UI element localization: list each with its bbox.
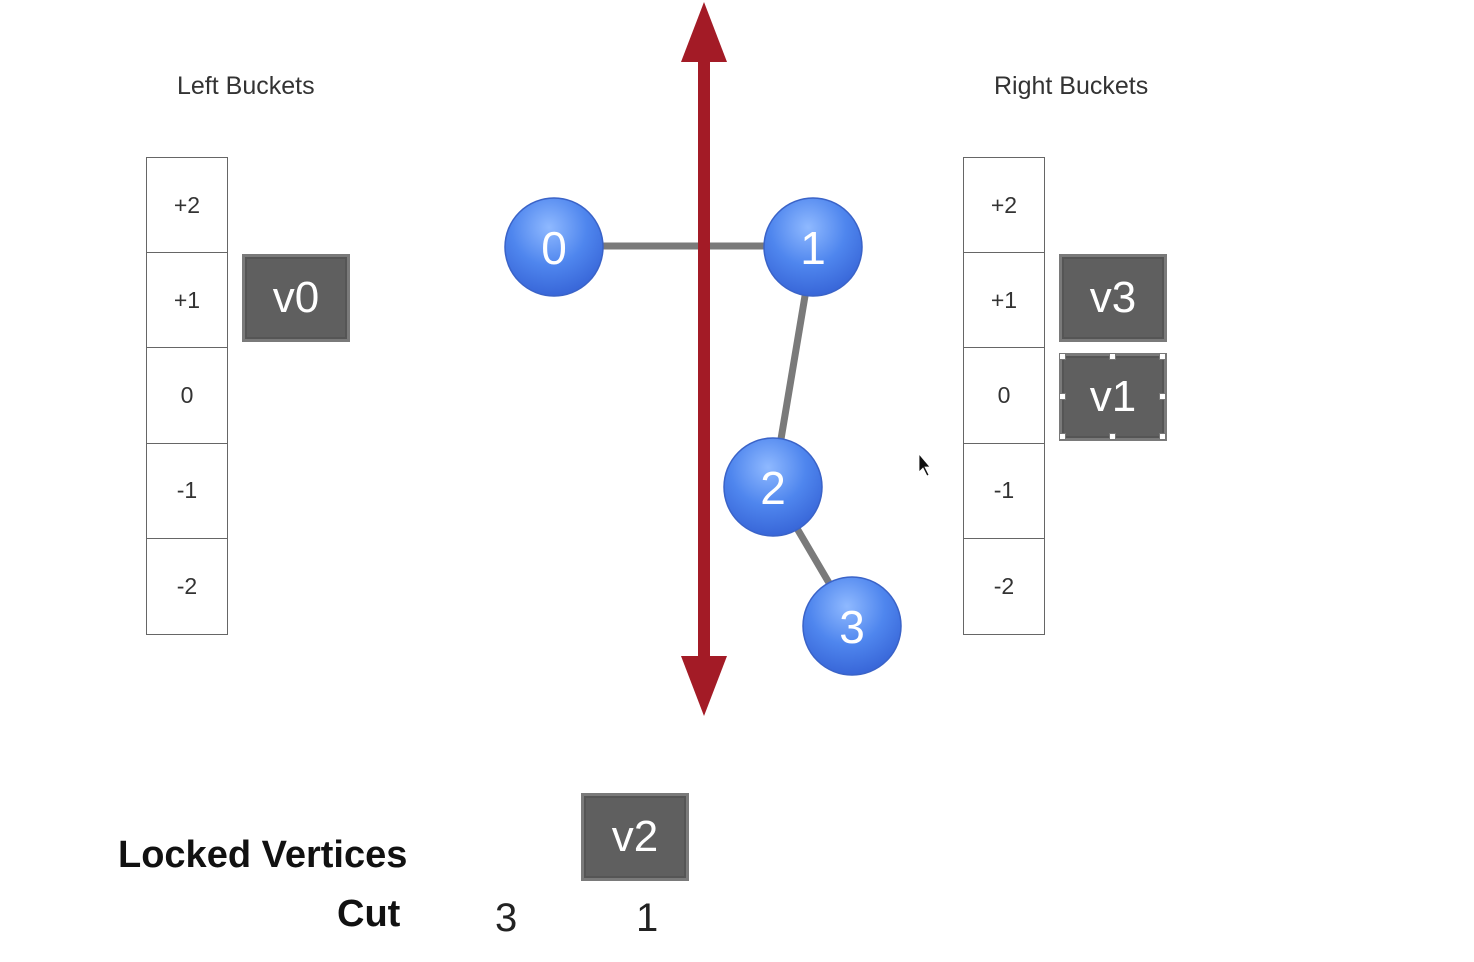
vertex-box-v1[interactable]: v1 <box>1059 353 1167 441</box>
resize-handle[interactable] <box>1159 353 1166 360</box>
right-bucket-cell: +1 <box>964 253 1044 349</box>
svg-text:1: 1 <box>800 222 826 274</box>
graph-node-1: 1 <box>763 197 863 297</box>
left-bucket-cell: -2 <box>176 572 198 599</box>
resize-handle[interactable] <box>1059 353 1066 360</box>
right-bucket-column: +2 +1 0 -1 -2 <box>963 157 1045 635</box>
graph-node-0: 0 <box>504 197 604 297</box>
svg-text:0: 0 <box>541 222 567 274</box>
left-bucket-cell: 0 <box>147 348 227 444</box>
svg-text:2: 2 <box>760 462 786 514</box>
resize-handle[interactable] <box>1159 393 1166 400</box>
left-bucket-column: +2 +1 0 -1 -2 <box>146 157 228 635</box>
right-bucket-cell: 0 <box>964 348 1044 444</box>
cut-value: 1 <box>636 896 659 940</box>
resize-handle[interactable] <box>1059 433 1066 440</box>
vertex-box-v2-locked[interactable]: v2 <box>581 793 689 881</box>
cut-line-arrow-down <box>681 656 727 716</box>
graph-node-2: 2 <box>723 437 823 537</box>
locked-vertices-label: Locked Vertices <box>118 834 408 876</box>
vertex-box-v3[interactable]: v3 <box>1059 254 1167 342</box>
resize-handle[interactable] <box>1109 353 1116 360</box>
edge-1-2 <box>776 289 810 446</box>
edge-2-3 <box>791 523 836 590</box>
cut-line-arrow-up <box>681 2 727 62</box>
left-buckets-title: Left Buckets <box>177 72 315 100</box>
right-bucket-cell: -1 <box>964 444 1044 539</box>
left-bucket-cell: +2 <box>147 158 227 254</box>
resize-handle[interactable] <box>1059 393 1066 400</box>
right-bucket-cell: -2 <box>993 572 1015 599</box>
graph-node-3: 3 <box>802 576 902 676</box>
right-buckets-title: Right Buckets <box>994 72 1149 100</box>
left-bucket-cell: +1 <box>147 253 227 349</box>
mouse-cursor-icon <box>918 452 931 477</box>
left-bucket-cell: -1 <box>147 444 227 539</box>
cut-label: Cut <box>337 893 401 935</box>
resize-handle[interactable] <box>1109 433 1116 440</box>
resize-handle[interactable] <box>1159 433 1166 440</box>
right-bucket-cell: +2 <box>964 158 1044 254</box>
svg-text:3: 3 <box>839 601 865 653</box>
vertex-box-v0[interactable]: v0 <box>242 254 350 342</box>
cut-value: 3 <box>495 896 518 940</box>
